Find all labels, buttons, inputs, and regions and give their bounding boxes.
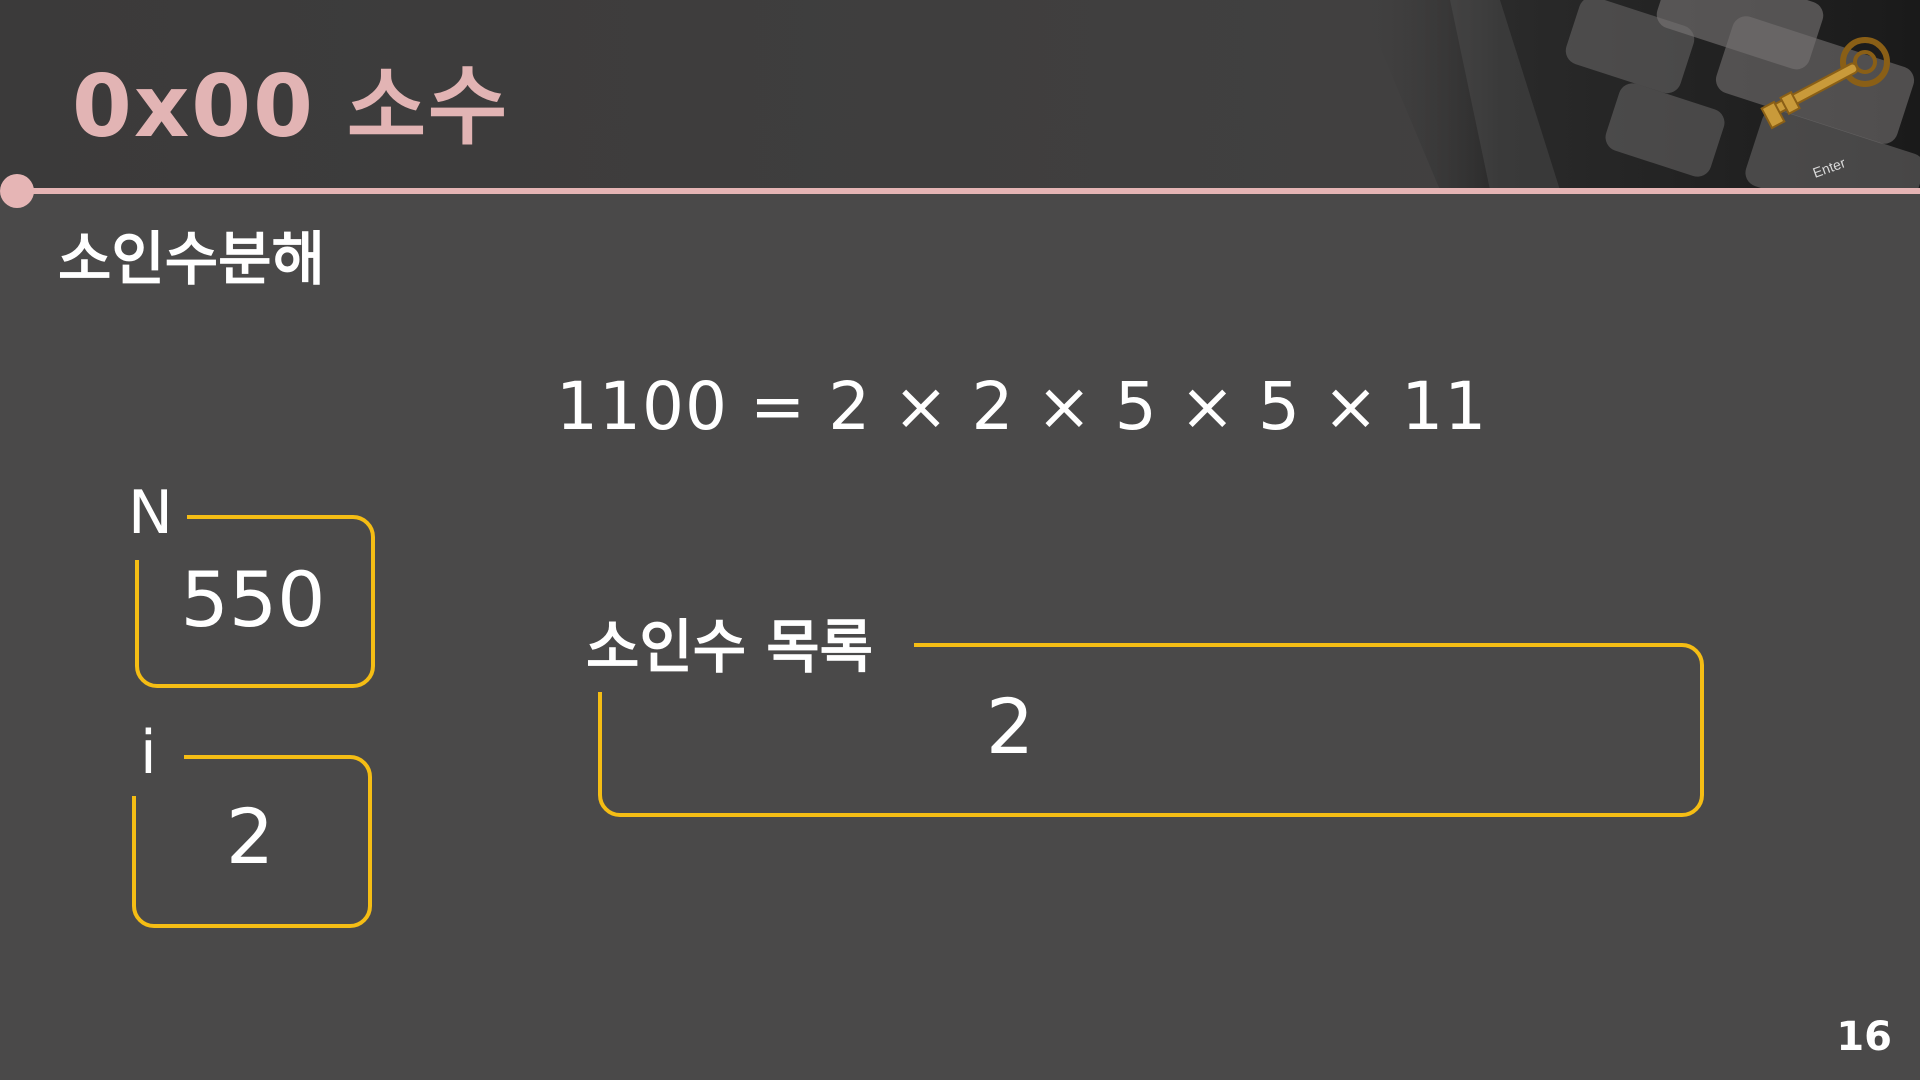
factorization-equation: 1100 = 2 × 2 × 5 × 5 × 11 <box>556 368 1488 445</box>
factor-list-box <box>598 643 1704 817</box>
variable-n-label: N <box>128 478 173 548</box>
variable-n-box <box>135 515 375 688</box>
variable-i-box <box>132 755 372 928</box>
variable-i-value: 2 <box>225 792 275 881</box>
page-number: 16 <box>1836 1014 1892 1060</box>
divider-dot <box>0 174 34 208</box>
section-subtitle: 소인수분해 <box>58 225 325 293</box>
factor-list-label: 소인수 목록 <box>586 613 873 681</box>
factor-list-value: 2 <box>985 682 1035 771</box>
slide-title: 0x00 소수 <box>72 57 510 157</box>
keyboard-key-photo: Enter <box>1360 0 1920 190</box>
variable-n-value: 550 <box>180 555 326 644</box>
variable-i-label: i <box>140 718 157 788</box>
golden-key-icon <box>1760 37 1890 130</box>
header-divider <box>16 188 1920 194</box>
